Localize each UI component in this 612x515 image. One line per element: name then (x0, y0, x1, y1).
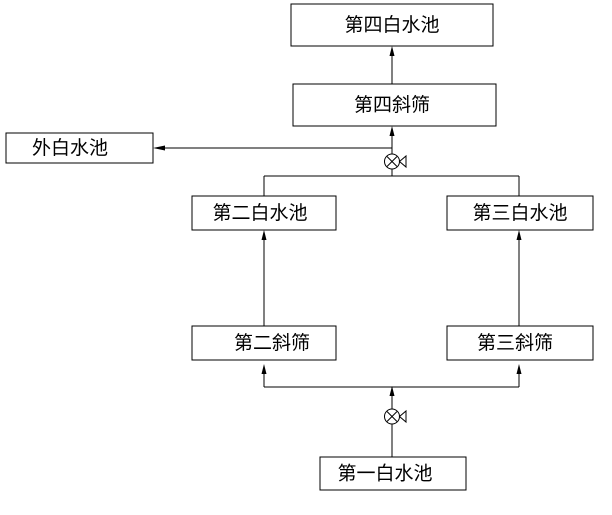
connectors (155, 48, 520, 457)
arrow-up-pool2 (261, 230, 267, 240)
node-outer-pool-label: 外白水池 (32, 137, 108, 159)
arrow-up-lower-manifold (389, 386, 395, 396)
arrowheads (153, 46, 522, 396)
node-pool3: 第三白水池 (446, 195, 594, 231)
node-screen2-label: 第二斜筛 (234, 332, 310, 354)
node-screen4: 第四斜筛 (292, 83, 497, 127)
node-pool4-label: 第四白水池 (344, 14, 439, 36)
node-pool1: 第一白水池 (319, 456, 467, 491)
arrow-up-screen4 (389, 126, 395, 136)
node-pool3-label: 第三白水池 (472, 202, 567, 224)
arrow-up-pool3 (516, 230, 522, 240)
node-pool2: 第二白水池 (191, 195, 337, 231)
node-screen3-label: 第三斜筛 (477, 332, 553, 354)
arrow-left-outer-pool (153, 145, 165, 151)
arrow-up-screen2 (261, 364, 267, 374)
node-pool1-label: 第一白水池 (337, 463, 432, 485)
node-screen2: 第二斜筛 (191, 325, 337, 361)
arrow-up-pool4 (389, 46, 395, 56)
node-screen4-label: 第四斜筛 (354, 94, 430, 116)
node-pool4: 第四白水池 (290, 3, 494, 47)
pump-icon (384, 153, 407, 170)
node-outer-pool: 外白水池 (5, 132, 154, 164)
pump-icon (384, 408, 407, 425)
arrow-up-screen3 (516, 364, 522, 374)
node-pool2-label: 第二白水池 (212, 202, 307, 224)
node-screen3: 第三斜筛 (446, 325, 594, 361)
